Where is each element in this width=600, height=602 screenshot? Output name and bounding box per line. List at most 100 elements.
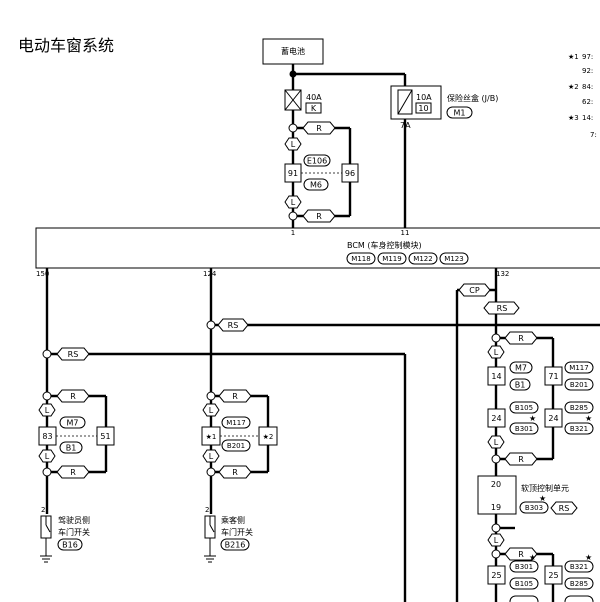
diagram-title: 电动车窗系统 (18, 36, 114, 55)
joint-driver-pin-right: 51 (100, 432, 110, 441)
fuse-40a-code: K (311, 104, 317, 113)
note-mark-3: ★3 (568, 114, 579, 122)
driver-switch-connector: B16 (62, 541, 78, 550)
wire-l-driver-1: L (45, 406, 50, 415)
joint-right-upper-conn-left-2: B1 (515, 381, 526, 390)
joint-right-mid-conn-right-2: B321 (570, 425, 588, 433)
joint-top-pin-right: 96 (345, 169, 355, 178)
star-right-lower-right: ★ (585, 553, 592, 562)
wire-l-passenger-2: L (209, 452, 214, 461)
bcm-connector-4: M123 (444, 255, 463, 263)
joint-right-mid-conn-left-2: B301 (515, 425, 533, 433)
wire-l-driver-2: L (45, 452, 50, 461)
joint-passenger-pin-left: ★1 (206, 433, 217, 441)
joint-top-pin-right-box (341, 163, 359, 183)
wire-r-2: R (316, 212, 322, 221)
bcm-label: BCM (车身控制模块) (347, 240, 422, 250)
wire-l-1: L (291, 140, 296, 149)
softtop-connector: B303 (525, 504, 543, 512)
bcm-pin-11: 11 (401, 229, 410, 237)
passenger-switch-label-1: 乘客侧 (221, 515, 245, 525)
joint-right-mid-conn-right-1: B285 (570, 404, 588, 412)
splice-driver-rs (42, 349, 52, 359)
joint-right-lower-conn-right-1: B321 (570, 563, 588, 571)
star-right-mid-right: ★ (585, 414, 592, 423)
joint-right-lower-pin-left: 25 (491, 571, 501, 580)
joint-right-mid-pin-right: 24 (548, 414, 558, 423)
joint-passenger-conn2: B201 (227, 442, 245, 450)
passenger-switch-pin: 2 (205, 506, 209, 514)
driver-switch-label-1: 驾驶员侧 (58, 515, 90, 525)
wire-rs-passenger: RS (228, 321, 239, 330)
joint-right-mid-conn-left-1: B105 (515, 404, 533, 412)
joint-driver-conn2: B1 (66, 444, 77, 453)
joint-driver-conn1: M7 (67, 419, 79, 428)
softtop-pin-bottom: 19 (491, 503, 501, 512)
wire-r-driver-1: R (70, 392, 76, 401)
joint-passenger-conn1: M117 (226, 419, 245, 427)
joint-top-conn1: E106 (307, 157, 327, 166)
wire-l-2: L (291, 198, 296, 207)
bcm-module (35, 227, 600, 269)
wire-r-right-3: R (518, 550, 524, 559)
note-text-6: 7: (590, 131, 597, 139)
wire-rs-softtop: RS (559, 504, 570, 513)
wire-rs-right: RS (497, 304, 508, 313)
star-right-mid-left: ★ (529, 414, 536, 423)
splice-1 (288, 123, 298, 133)
wire-cp: CP (469, 286, 480, 295)
wire-l-right-1: L (494, 348, 499, 357)
wire-l-right-3: L (494, 536, 499, 545)
softtop-pin-top: 20 (491, 480, 501, 489)
note-text-3: 84: (582, 83, 593, 91)
fuse-40a-rating: 40A (306, 93, 322, 102)
wire-r-driver-2: R (70, 468, 76, 477)
joint-top-conn2: M6 (310, 181, 322, 190)
joint-right-lower-conn-left-2: B105 (515, 580, 533, 588)
wire-l-passenger-1: L (209, 406, 214, 415)
star-softtop: ★ (539, 494, 546, 503)
star-right-lower-left: ★ (529, 553, 536, 562)
joint-right-upper-pin-left: 14 (491, 372, 501, 381)
splice-passenger-rs (206, 320, 216, 330)
driver-switch-label-2: 车门开关 (58, 527, 90, 537)
bcm-connector-3: M122 (413, 255, 432, 263)
notes-legend: ★1 97: 92: ★2 84: 62: ★3 14: 7: (568, 53, 597, 139)
joint-driver-pin-left: 83 (42, 432, 52, 441)
note-text-4: 62: (582, 98, 593, 106)
joint-passenger-pin-right-box (258, 426, 278, 446)
driver-switch-pin: 2 (41, 506, 45, 514)
passenger-switch-connector: B216 (225, 541, 246, 550)
wire-r-passenger-1: R (232, 392, 238, 401)
note-mark-2: ★2 (568, 83, 579, 91)
joint-right-mid-pin-left: 24 (491, 414, 501, 423)
note-text-5: 14: (582, 114, 593, 122)
bcm-connector-2: M119 (382, 255, 401, 263)
wire-r-1: R (316, 124, 322, 133)
note-mark-1: ★1 (568, 53, 579, 61)
splice-2 (288, 211, 298, 221)
bcm-pin-132: 132 (496, 270, 509, 278)
joint-right-upper-conn-right-1: M117 (569, 364, 588, 372)
battery-label: 蓄电池 (281, 46, 305, 56)
joint-right-lower-conn-right-2: B285 (570, 580, 588, 588)
fuse-box-label: 保险丝盒 (J/B) (447, 93, 498, 103)
joint-driver-pin-right-box (96, 426, 115, 446)
joint-top-pin-left: 91 (288, 169, 298, 178)
fuse-box-connector: M1 (454, 109, 466, 118)
joint-right-upper-conn-left-1: M7 (515, 364, 527, 373)
joint-right-lower-pin-right: 25 (548, 571, 558, 580)
wire-l-right-2: L (494, 438, 499, 447)
joint-right-lower-conn-left-1: B301 (515, 563, 533, 571)
wire-r-passenger-2: R (232, 468, 238, 477)
bcm-pin-150: 150 (36, 270, 49, 278)
fuse-10a-number: 10 (418, 104, 428, 113)
softtop-control-unit (477, 475, 517, 515)
bcm-pin-1: 1 (291, 229, 295, 237)
joint-passenger-pin-right: ★2 (263, 433, 274, 441)
wire-rs-driver: RS (68, 350, 79, 359)
battery-box (262, 38, 324, 65)
note-text-2: 92: (582, 67, 593, 75)
bcm-connector-1: M118 (351, 255, 370, 263)
